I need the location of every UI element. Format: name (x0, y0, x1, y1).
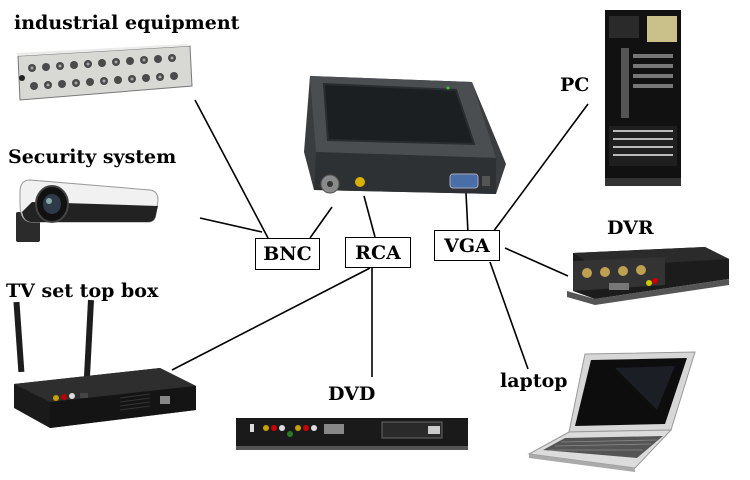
laptop-image (527, 351, 696, 472)
wire-bnc-monitor (309, 206, 333, 239)
dvd-label: DVD (328, 383, 376, 405)
pc-tower-image (605, 10, 681, 186)
tv-set-top-box-image (13, 299, 196, 428)
bnc-port-label: BNC (255, 238, 320, 270)
wire-vga-pc (492, 103, 589, 233)
industrial-equipment-label: industrial equipment (14, 12, 240, 34)
wire-vga-laptop (489, 261, 529, 370)
dvd-player-image (236, 418, 468, 450)
rca-port-label: RCA (345, 237, 411, 268)
monitor-image (304, 76, 506, 194)
wire-security-bnc (199, 217, 263, 233)
security-camera-image (16, 179, 159, 242)
dvr-image (567, 247, 729, 305)
tv-set-top-box-label: TV set top box (6, 280, 159, 302)
pc-label: PC (560, 74, 590, 96)
wire-rca-monitor (363, 195, 376, 238)
industrial-equipment-image (16, 44, 193, 101)
wire-rca-tvbox (171, 267, 371, 371)
wire-vga-dvr (504, 247, 569, 277)
vga-port-label: VGA (434, 230, 500, 261)
security-system-label: Security system (8, 146, 177, 168)
wire-vga-monitor (465, 192, 469, 234)
dvr-label: DVR (607, 217, 654, 239)
laptop-label: laptop (500, 370, 568, 392)
wire-industrial-bnc (194, 99, 269, 239)
